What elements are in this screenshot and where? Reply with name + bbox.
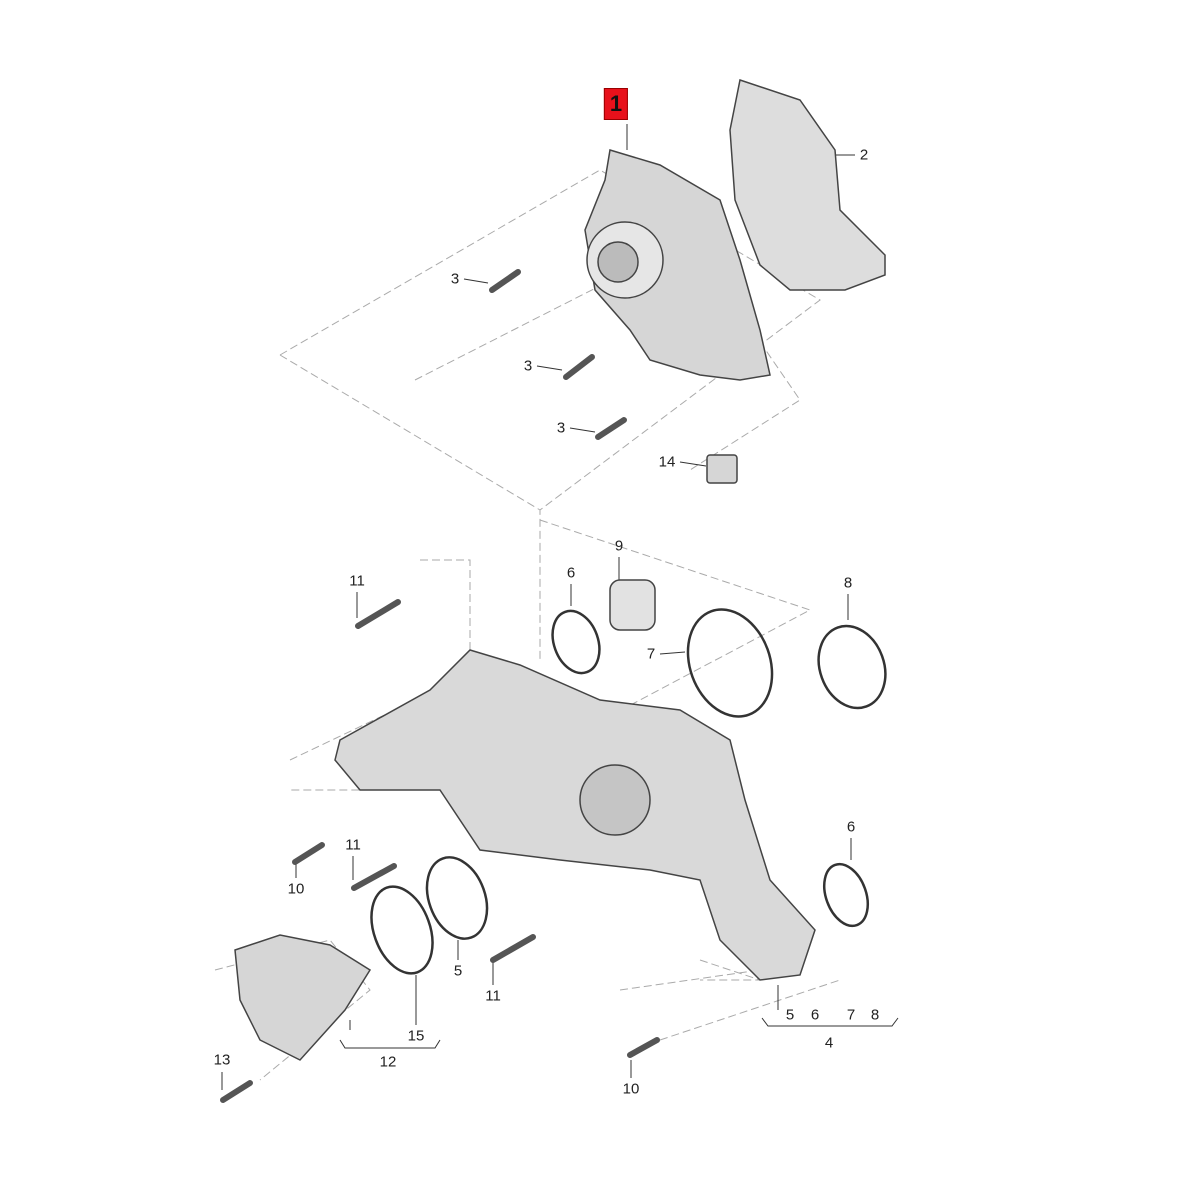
callout-11[interactable]: 11 <box>485 987 501 1005</box>
callout-4-sub-6[interactable]: 6 <box>810 1006 820 1024</box>
sleeve-9 <box>609 579 656 631</box>
callout-4[interactable]: 4 <box>824 1034 834 1052</box>
callout-11[interactable]: 11 <box>345 836 361 854</box>
callout-9[interactable]: 9 <box>614 537 624 555</box>
callout-10[interactable]: 10 <box>622 1080 640 1098</box>
callout-7[interactable]: 7 <box>646 645 656 663</box>
callout-10[interactable]: 10 <box>287 880 305 898</box>
thermostat <box>234 934 372 1061</box>
callout-8[interactable]: 8 <box>843 574 853 592</box>
seal-rings <box>370 608 887 975</box>
callout-4-sub-5[interactable]: 5 <box>785 1006 795 1024</box>
callout-13[interactable]: 13 <box>213 1051 231 1069</box>
housing <box>334 649 816 981</box>
gasket <box>729 79 886 291</box>
callout-2[interactable]: 2 <box>859 146 869 164</box>
callout-11[interactable]: 11 <box>349 572 365 590</box>
callout-3[interactable]: 3 <box>523 357 533 375</box>
leader-lines <box>221 124 899 1090</box>
callout-3[interactable]: 3 <box>556 419 566 437</box>
part-shapes <box>234 79 886 1061</box>
callout-15[interactable]: 15 <box>407 1027 425 1045</box>
callout-3[interactable]: 3 <box>450 270 460 288</box>
callout-4-sub-7[interactable]: 7 <box>846 1006 856 1024</box>
callout-12[interactable]: 12 <box>379 1053 397 1071</box>
callout-4-sub-8[interactable]: 8 <box>870 1006 880 1024</box>
callout-1-highlighted[interactable]: 1 <box>603 88 629 120</box>
callout-14[interactable]: 14 <box>658 453 676 471</box>
water-pump-body <box>584 149 771 381</box>
sensor-14 <box>706 454 738 484</box>
callout-5[interactable]: 5 <box>453 962 463 980</box>
bolts <box>220 269 660 1103</box>
callout-6[interactable]: 6 <box>846 818 856 836</box>
callout-6[interactable]: 6 <box>566 564 576 582</box>
